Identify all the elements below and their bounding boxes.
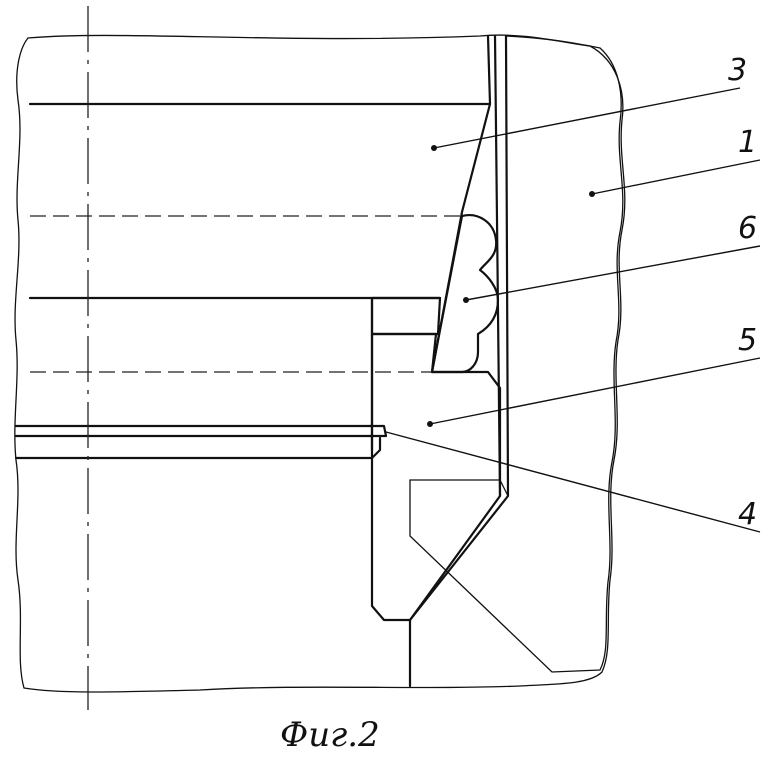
leader-dot-6 xyxy=(463,297,469,303)
callout-4: 4 xyxy=(738,497,757,532)
gasket-part-4 xyxy=(368,424,388,438)
leader-6 xyxy=(465,245,761,301)
leader-5 xyxy=(429,357,761,425)
bush-body-part-5 xyxy=(370,332,502,622)
shaft-bottom-line xyxy=(14,436,382,460)
callout-6: 6 xyxy=(738,211,757,246)
leader-dot-5 xyxy=(427,421,433,427)
bush-part-5 xyxy=(370,296,442,336)
ring-part-6 xyxy=(430,214,500,374)
housing-bore-edge xyxy=(408,34,510,688)
callout-1: 1 xyxy=(738,125,757,160)
leader-3 xyxy=(433,87,741,149)
break-outline xyxy=(14,34,626,693)
leader-4 xyxy=(385,431,761,533)
housing-part-1 xyxy=(409,35,624,673)
callout-3: 3 xyxy=(728,53,747,88)
leader-1 xyxy=(591,159,761,195)
callout-5: 5 xyxy=(738,323,757,358)
figure-caption: Фиг.2 xyxy=(280,715,380,755)
leader-dot-3 xyxy=(431,145,437,151)
leader-dot-1 xyxy=(589,191,595,197)
